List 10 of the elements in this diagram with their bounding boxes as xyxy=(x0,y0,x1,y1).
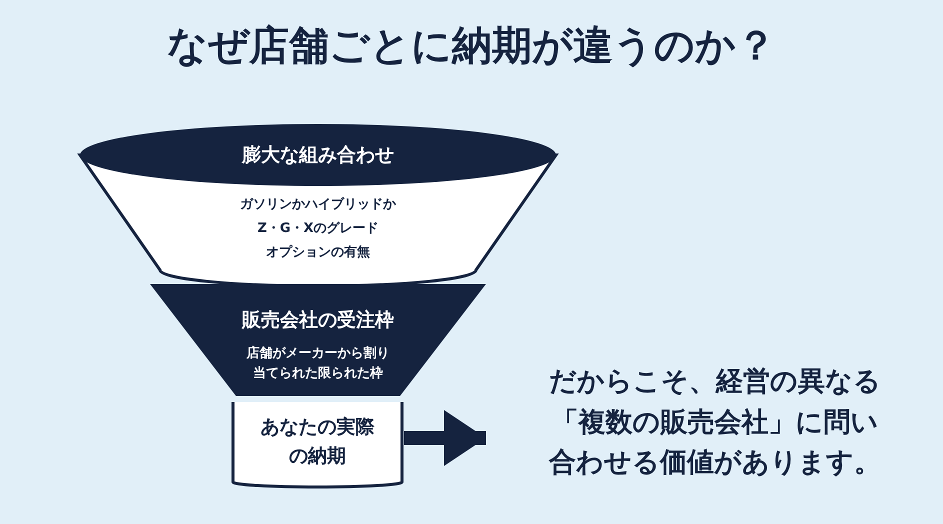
body-text: ガソリンかハイブリッドか xyxy=(239,196,397,214)
title: なぜ店舗ごとに納期が違うのか？ xyxy=(166,22,777,71)
body-text: オプションの有無 xyxy=(265,244,371,262)
body-text: Z・G・Xのグレード xyxy=(256,220,380,238)
heading: 膨大な組み合わせ xyxy=(240,143,395,168)
message-text: だからこそ、経営の異なる「複数の販売会社」に問い合わせる価値があります。 xyxy=(548,365,882,480)
body-text: 店舗がメーカーから割り当てられた限られた枠 xyxy=(246,344,390,382)
heading: 販売会社の受注枠 xyxy=(240,308,395,333)
arrow xyxy=(404,410,486,466)
heading: あなたの実際の納期 xyxy=(260,415,376,468)
